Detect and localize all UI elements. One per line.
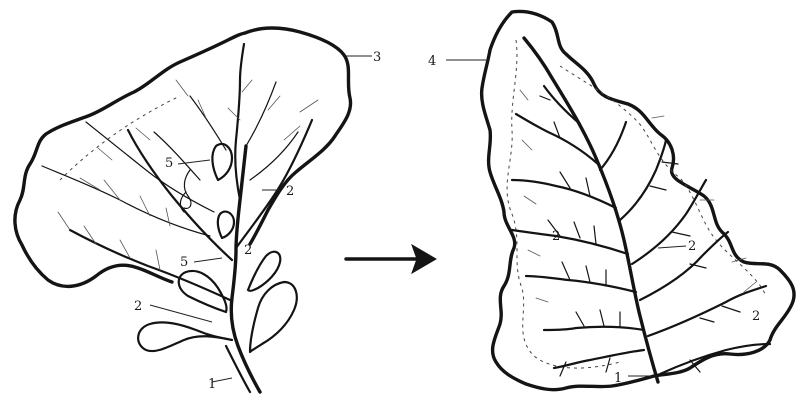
left-leader-lines bbox=[150, 56, 372, 382]
label-left-stem: 1 bbox=[208, 377, 216, 392]
label-right-stem: 1 bbox=[614, 371, 622, 386]
label-right-vein-right: 2 bbox=[688, 239, 696, 254]
left-leaf-blade-outline bbox=[15, 28, 351, 286]
label-right-vein-edge: 2 bbox=[752, 309, 760, 324]
left-leaflet-top bbox=[212, 144, 232, 180]
left-leaflet-upper bbox=[218, 212, 234, 238]
label-left-inner-a: 5 bbox=[165, 156, 173, 171]
left-leaflet-right-large bbox=[250, 282, 297, 352]
right-leaf-drawing bbox=[482, 11, 794, 389]
label-left-vein-left: 2 bbox=[134, 299, 142, 314]
label-right-margin: 4 bbox=[428, 54, 436, 69]
label-left-blade-edge: 3 bbox=[373, 50, 381, 65]
label-left-inner-b: 5 bbox=[180, 255, 188, 270]
left-stem bbox=[231, 146, 260, 392]
left-leaflet-middle bbox=[179, 271, 227, 312]
transformation-arrow bbox=[346, 245, 436, 273]
label-left-inner-c: 2 bbox=[244, 243, 252, 258]
left-panel-labels: 3 2 2 1 5 5 2 bbox=[134, 50, 381, 392]
left-leaflet-bottom-left bbox=[138, 322, 232, 351]
right-panel-labels: 4 2 2 2 1 bbox=[428, 54, 760, 386]
label-right-vein-left: 2 bbox=[552, 229, 560, 244]
label-left-vein-right: 2 bbox=[286, 184, 294, 199]
left-leaf-drawing bbox=[15, 28, 351, 392]
